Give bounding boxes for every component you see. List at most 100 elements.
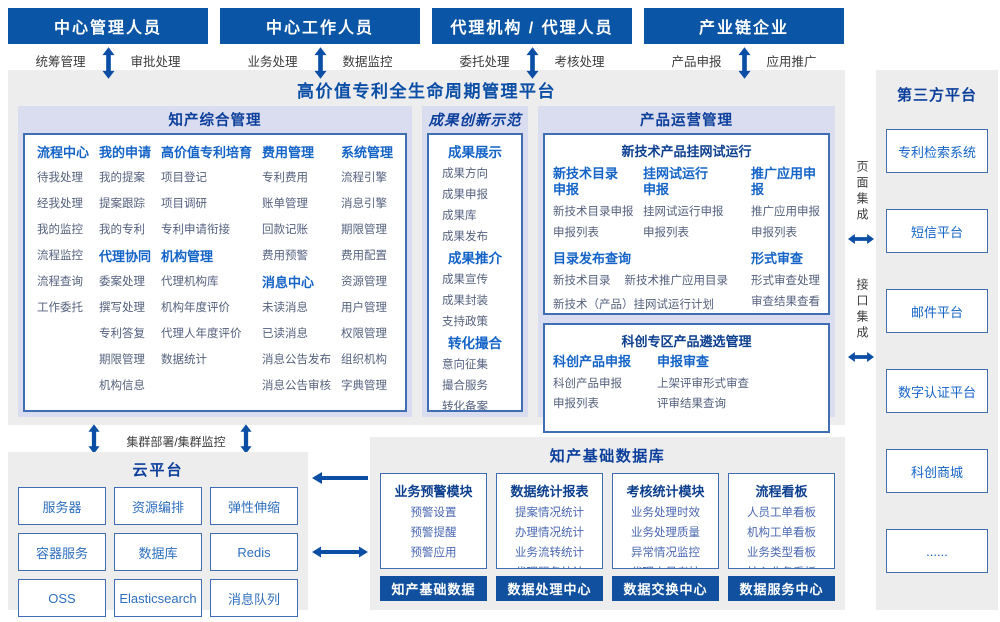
menu-items: 推广应用申报申报列表 — [751, 205, 820, 241]
menu-item: 期限管理 — [99, 354, 145, 366]
menu-item: 消息公告审核 — [262, 380, 331, 392]
menu-item: 新技术目录申报 — [553, 206, 634, 218]
db-module-items: 提案情况统计办理情况统计业务流转统计代理服务统计 — [499, 506, 600, 568]
menu-item: 专利答复 — [99, 328, 145, 340]
menu-item: 流程查询 — [37, 276, 83, 288]
menu-items: 意向征集撮合服务转化备案 — [433, 358, 517, 410]
menu-item: 申报列表 — [643, 227, 689, 239]
menu-item: 业务类型看板 — [747, 547, 816, 559]
menu-item: 代理机构库 — [161, 276, 219, 288]
section-product-ops: 产品运营管理 新技术产品挂网试运行 新技术目录 申报 新技术目录申报申报列表 挂… — [538, 106, 835, 433]
menu-item: 经我处理 — [37, 198, 83, 210]
menu-item: 评审结果查询 — [657, 398, 727, 411]
menu-item: 我的提案 — [99, 172, 145, 184]
menu-item: 撮合服务 — [442, 380, 488, 392]
menu-group-header: 代理协同 — [99, 249, 152, 264]
menu-item: 业务处理质量 — [631, 527, 700, 539]
menu-column: 高价值专利培育 项目登记项目调研专利申请衔接 机构管理 代理机构库机构年度评价代… — [161, 145, 252, 400]
cloud-service-box: 消息队列 — [210, 579, 298, 617]
menu-item: 用户管理 — [340, 302, 387, 314]
menu-group: 形式审查 形式审查处理审查结果查看 — [751, 251, 820, 313]
menu-item: 我的监控 — [37, 224, 83, 236]
db-module-box: 考核统计模块 业务处理时效业务处理质量异常情况监控代理人员考核 — [612, 473, 719, 569]
third-party-title: 第三方平台 — [896, 87, 977, 104]
section-title: 产品运营管理 — [640, 113, 733, 129]
menu-item: 成果申报 — [442, 189, 488, 201]
page-integration-label: 页面集成 — [855, 160, 869, 224]
api-integration-label: 接口集成 — [855, 278, 869, 342]
role-function-label: 委托处理 — [459, 55, 510, 69]
selection-box: 科创专区产品遴选管理 科创产品申报 科创产品申报申报列表 申报审查 上架评审形式… — [543, 323, 830, 433]
vertical-double-arrow-icon — [313, 47, 327, 79]
menu-item: 委案处理 — [99, 276, 145, 288]
menu-item: 消息公告发布 — [262, 354, 331, 366]
menu-item: 提案跟踪 — [99, 198, 145, 210]
menu-item: 回款记账 — [262, 224, 308, 236]
menu-group-header: 高价值专利培育 — [161, 145, 253, 160]
menu-group: 科创产品申报 科创产品申报申报列表 — [553, 354, 631, 417]
cloud-service-box: 数据库 — [114, 533, 202, 571]
db-service-bar: 数据交换中心 — [612, 576, 719, 601]
db-module-header: 数据统计报表 — [510, 484, 589, 499]
menu-group-header: 科创产品申报 — [553, 354, 632, 370]
menu-item: 组织机构 — [340, 354, 387, 366]
menu-items: 委案处理撰写处理专利答复期限管理机构信息 — [99, 275, 151, 394]
vertical-double-arrow-icon — [88, 424, 100, 454]
menu-items: 专利费用账单管理回款记账费用预警 — [262, 171, 331, 264]
cloud-service-box: 容器服务 — [18, 533, 106, 571]
menu-group-header: 新技术目录 申报 — [553, 166, 619, 197]
db-service-bar: 知产基础数据 — [380, 576, 487, 601]
menu-item: 已读消息 — [262, 328, 308, 340]
menu-item: 挂网试运行申报 — [643, 206, 724, 218]
menu-item: 预警提醒 — [410, 527, 457, 539]
menu-items: 项目登记项目调研专利申请衔接 — [161, 171, 252, 238]
role-group-center-staff: 中心工作人员 业务处理 数据监控 — [220, 8, 420, 79]
menu-item: 账单管理 — [262, 198, 308, 210]
menu-items: 科创产品申报申报列表 — [553, 377, 631, 412]
third-party-box: 邮件平台 — [886, 289, 988, 333]
role-group-agency: 代理机构 / 代理人员 委托处理 考核处理 — [432, 8, 632, 79]
menu-group: 申报审查 上架评审形式审查评审结果查询 — [657, 354, 749, 417]
menu-item: 成果库 — [442, 210, 477, 222]
product-ops-stack: 新技术产品挂网试运行 新技术目录 申报 新技术目录申报申报列表 挂网试运行 申报… — [543, 133, 830, 433]
horizontal-double-arrow-icon — [848, 234, 874, 244]
menu-items: 形式审查处理审查结果查看 — [751, 274, 820, 310]
vertical-double-arrow-icon — [525, 47, 539, 79]
menu-item: 形式审查处理 — [751, 275, 820, 287]
menu-item: 项目登记 — [161, 172, 207, 184]
menu-group-header: 费用管理 — [262, 145, 315, 160]
menu-item: 成果发布 — [442, 231, 488, 243]
menu-item: 数据统计 — [161, 354, 207, 366]
db-module-box: 业务预警模块 预警设置预警提醒预警应用 — [380, 473, 487, 569]
menu-item: 代理人年度评价 — [161, 328, 242, 340]
db-module-items: 人员工单看板机构工单看板业务类型看板核心业务看板 — [731, 506, 832, 568]
integration-strip: 页面集成 接口集成 — [847, 70, 874, 425]
menu-group-header: 挂网试运行 申报 — [643, 166, 709, 197]
trial-run-box: 新技术产品挂网试运行 新技术目录 申报 新技术目录申报申报列表 挂网试运行 申报… — [543, 133, 830, 316]
menu-item: 费用预警 — [262, 250, 308, 262]
menu-item: 科创产品申报 — [553, 378, 622, 391]
menu-item: 专利费用 — [262, 172, 308, 184]
db-column: 数据统计报表 提案情况统计办理情况统计业务流转统计代理服务统计 数据处理中心 — [496, 473, 603, 601]
role-function-label: 考核处理 — [554, 55, 605, 69]
menu-group-header: 成果展示 — [448, 145, 502, 160]
menu-item: 待我处理 — [37, 172, 83, 184]
menu-group-header: 成果推介 — [448, 251, 502, 266]
section-innovation-demo: 成果创新示范 成果展示 成果方向成果申报成果库成果发布 成果推介 成果宣传成果封… — [422, 106, 528, 417]
menu-items: 我的提案提案跟踪我的专利 — [99, 171, 151, 238]
role-function-label: 业务处理 — [247, 55, 298, 69]
cloud-service-box: OSS — [18, 579, 106, 617]
menu-item: 推广应用申报 — [751, 206, 820, 218]
menu-item: 申报列表 — [553, 398, 599, 411]
trial-run-title: 新技术产品挂网试运行 — [621, 144, 752, 159]
menu-items: 成果宣传成果封装支持政策 — [433, 273, 517, 330]
db-column: 考核统计模块 业务处理时效业务处理质量异常情况监控代理人员考核 数据交换中心 — [612, 473, 719, 601]
section-title: 成果创新示范 — [428, 113, 522, 129]
menu-item: 业务处理时效 — [631, 507, 700, 519]
menu-items: 流程引擎消息引擎期限管理费用配置资源管理用户管理权限管理组织机构字典管理 — [341, 171, 393, 394]
menu-item: 人员工单看板 — [747, 507, 816, 519]
section-title: 知产综合管理 — [168, 113, 262, 129]
menu-group: 目录发布查询 新技术目录新技术推广应用目录新技术（产品）挂网试运行计划 — [553, 251, 743, 313]
